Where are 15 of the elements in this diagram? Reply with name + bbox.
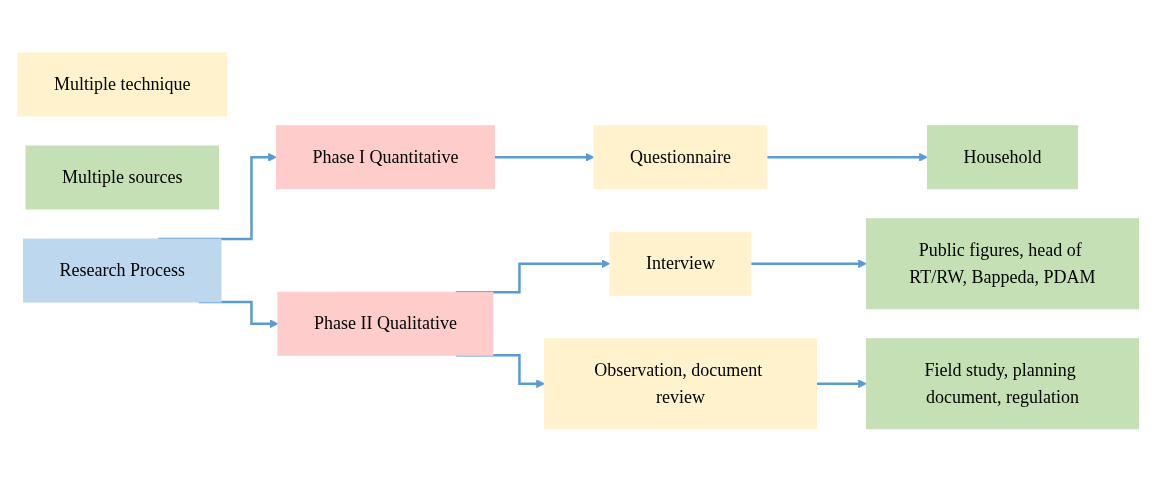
node-box: Public figures, head of RT/RW, Bappeda, PDAM [865,218,1139,310]
node-box: Multiple sources [25,145,219,210]
node-box: Research Process [22,238,222,303]
node-box: Questionnaire [593,125,768,190]
node-box: Multiple technique [17,52,227,117]
node-box: Field study, planning document, regulation [865,338,1139,430]
arrow [494,153,595,162]
arrow [766,153,928,162]
arrow [816,379,867,389]
node-box: Household [926,125,1078,190]
node-box: Interview [609,231,752,296]
node-box: Observation, document review [543,338,817,430]
arrow [750,259,867,269]
node-box: Phase I Quantitative [275,125,495,190]
node-box: Phase II Qualitative [277,291,494,356]
